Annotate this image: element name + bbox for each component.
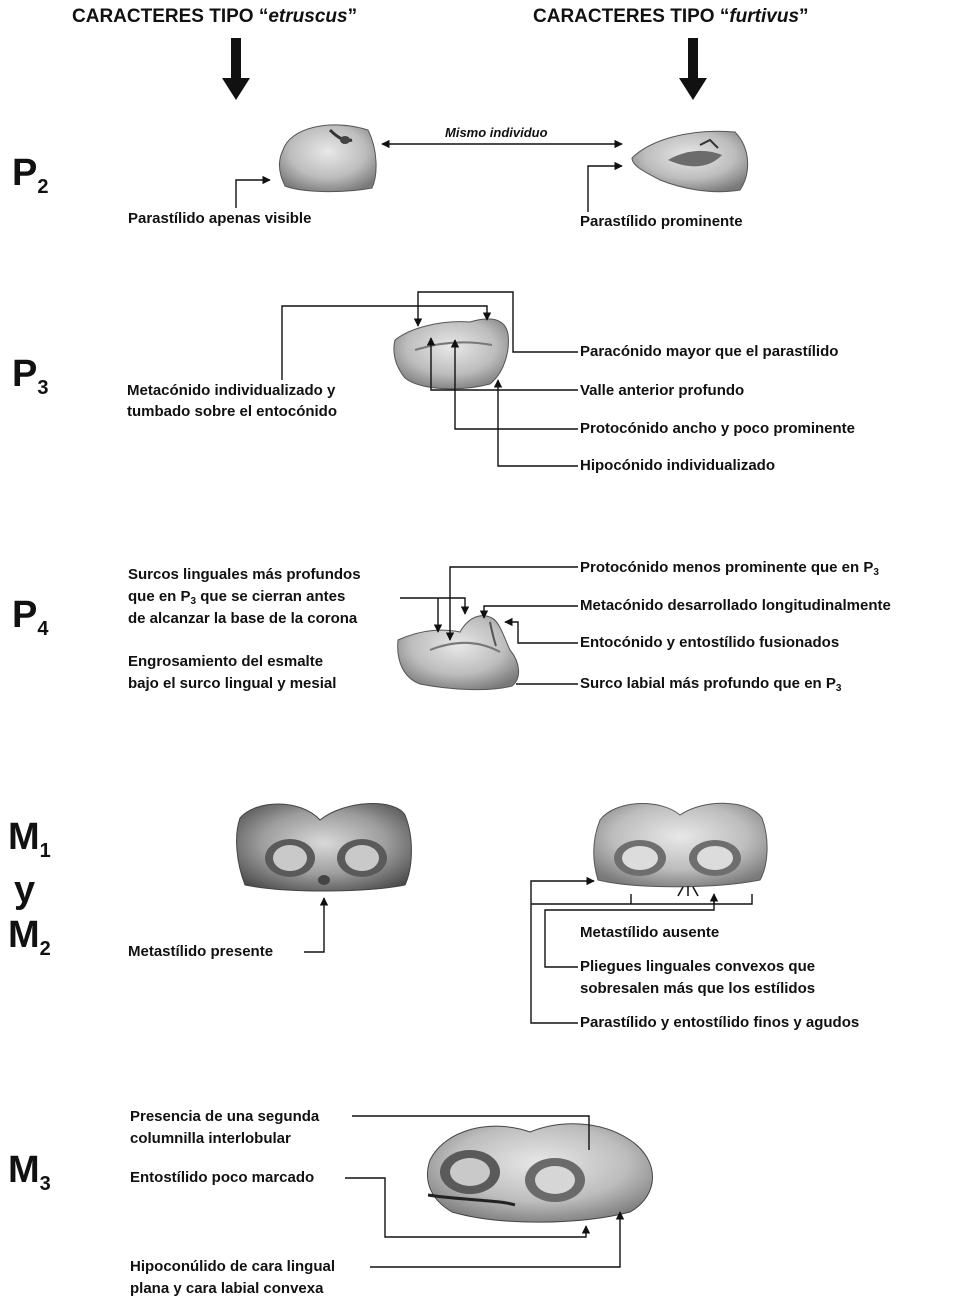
p3-right-note-4: Hipocónido individualizado: [580, 455, 775, 477]
p3-right-note-2: Valle anterior profundo: [580, 380, 744, 402]
tooth-label-p3-letter: P: [12, 353, 37, 395]
tooth-label-p4-num: 4: [37, 618, 48, 640]
p3-left-note-line1: Metacónido individualizado y: [127, 380, 335, 402]
m12-right-note-3: Parastílido y entostílido finos y agudos: [580, 1012, 859, 1034]
down-arrow-left: [222, 38, 250, 100]
header-etruscus: CARACTERES TIPO “etruscus”: [72, 6, 357, 28]
tooth-label-p2: P2: [12, 153, 48, 207]
tooth-label-y: y: [14, 870, 35, 910]
m3-note-2: Entostílido poco marcado: [130, 1167, 314, 1189]
p4-tooth-image: [398, 616, 519, 690]
same-individual-label: Mismo individuo: [445, 125, 548, 140]
tooth-label-m2-num: 2: [40, 938, 51, 960]
tooth-label-m2: M2: [8, 915, 51, 969]
p4-right-note-1: Protocónido menos prominente que en P3: [580, 557, 879, 584]
tooth-label-m3: M3: [8, 1150, 51, 1204]
m3-note-1-line1: Presencia de una segunda: [130, 1106, 319, 1128]
m12-right-note-1: Metastílido ausente: [580, 922, 719, 944]
tooth-label-m1: M1: [8, 817, 51, 871]
p3-tooth-image: [394, 319, 509, 389]
p2-left-callout-line: [236, 180, 270, 208]
p3-left-note-line2: tumbado sobre el entocónido: [127, 401, 337, 423]
p4-left-groove-line: [400, 598, 465, 614]
m12-parastylid-line: [531, 881, 594, 1023]
p3-hypoconid-line: [498, 380, 578, 466]
p2-left-note: Parastílido apenas visible: [128, 208, 311, 230]
m12-furtivus-tooth-image: [594, 803, 767, 896]
tooth-label-p3-num: 3: [37, 377, 48, 399]
tooth-label-m3-num: 3: [40, 1173, 51, 1195]
tooth-label-m2-letter: M: [8, 914, 40, 956]
p4-right-note-3: Entocónido y entostílido fusionados: [580, 632, 839, 654]
p4-right-note-2: Metacónido desarrollado longitudinalment…: [580, 595, 891, 617]
p2-right-note: Parastílido prominente: [580, 211, 743, 233]
p3-right-note-3: Protocónido ancho y poco prominente: [580, 418, 855, 440]
header-etruscus-prefix: CARACTERES TIPO “: [72, 6, 268, 27]
p4-left1-line2-b: que se cierran antes: [196, 588, 345, 605]
tooth-label-m1-num: 1: [40, 840, 51, 862]
tooth-label-p3: P3: [12, 354, 48, 408]
p4-left2-line1: Engrosamiento del esmalte: [128, 651, 323, 673]
tooth-label-p4-letter: P: [12, 594, 37, 636]
tooth-label-m1-letter: M: [8, 816, 40, 858]
p2-furtivus-tooth-image: [632, 131, 748, 191]
m3-note-3-line1: Hipoconúlido de cara lingual: [130, 1256, 335, 1278]
tooth-label-p2-num: 2: [37, 176, 48, 198]
p2-etruscus-tooth-image: [279, 125, 376, 192]
m3-tooth-image: [428, 1124, 653, 1222]
header-furtivus-prefix: CARACTERES TIPO “: [533, 6, 729, 27]
p4-left1-line3: de alcanzar la base de la corona: [128, 608, 357, 630]
p4-entoconid-line: [505, 622, 578, 643]
p3-right-note-1: Paracónido mayor que el parastílido: [580, 341, 838, 363]
m12-left-callout-line: [304, 898, 324, 952]
m12-right-note-2-line2: sobresalen más que los estílidos: [580, 978, 815, 1000]
tooth-label-m3-letter: M: [8, 1149, 40, 1191]
header-etruscus-species: etruscus: [268, 6, 347, 27]
p4-left1-line2-a: que en P: [128, 588, 191, 605]
p4-right-note-4-sub: 3: [836, 683, 842, 694]
p4-right-note-4-text: Surco labial más profundo que en P: [580, 675, 836, 692]
header-furtivus-species: furtivus: [729, 6, 799, 27]
m12-right-note-2-line1: Pliegues linguales convexos que: [580, 956, 815, 978]
m12-etruscus-tooth-image: [237, 804, 412, 892]
p2-right-callout-line: [588, 166, 622, 212]
m3-note-1-line2: columnilla interlobular: [130, 1128, 291, 1150]
p4-right-note-1-sub: 3: [873, 567, 879, 578]
m12-branch-lines: [531, 894, 752, 904]
tooth-label-p4: P4: [12, 595, 48, 649]
p4-right-note-4: Surco labial más profundo que en P3: [580, 673, 841, 700]
p4-right-note-1-text: Protocónido menos prominente que en P: [580, 559, 873, 576]
tooth-label-p2-letter: P: [12, 152, 37, 194]
header-furtivus-suffix: ”: [799, 6, 809, 27]
p4-left2-line2: bajo el surco lingual y mesial: [128, 673, 336, 695]
p4-metaconid-line: [484, 606, 578, 618]
m12-left-note: Metastílido presente: [128, 941, 273, 963]
header-etruscus-suffix: ”: [348, 6, 358, 27]
header-furtivus: CARACTERES TIPO “furtivus”: [533, 6, 809, 28]
down-arrow-right: [679, 38, 707, 100]
p4-left1-line1: Surcos linguales más profundos: [128, 564, 361, 586]
